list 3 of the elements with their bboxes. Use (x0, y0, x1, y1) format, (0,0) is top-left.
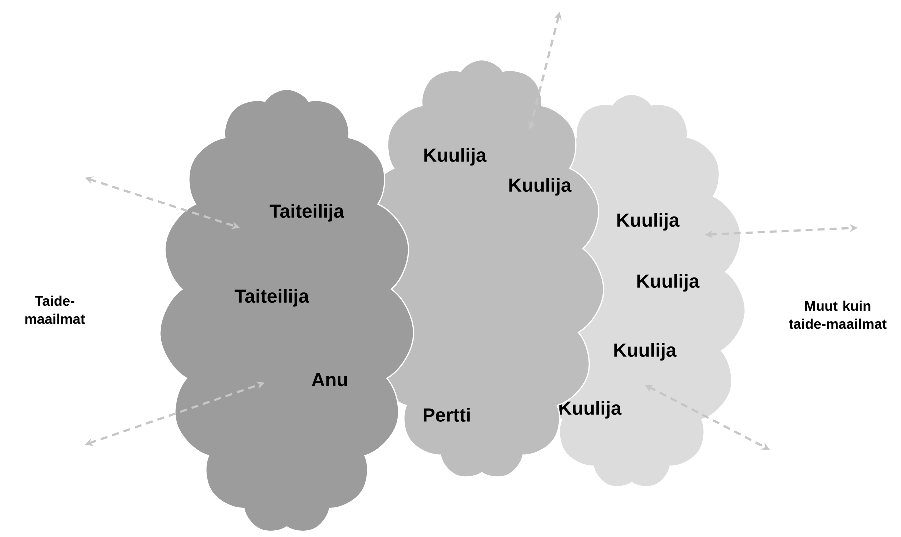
cloud: Taiteilija Taiteilija Anu (160, 88, 414, 532)
side-label: Taide-maailmat (26, 296, 86, 324)
side-label: Muut kuin taide-maailmat (789, 300, 887, 330)
